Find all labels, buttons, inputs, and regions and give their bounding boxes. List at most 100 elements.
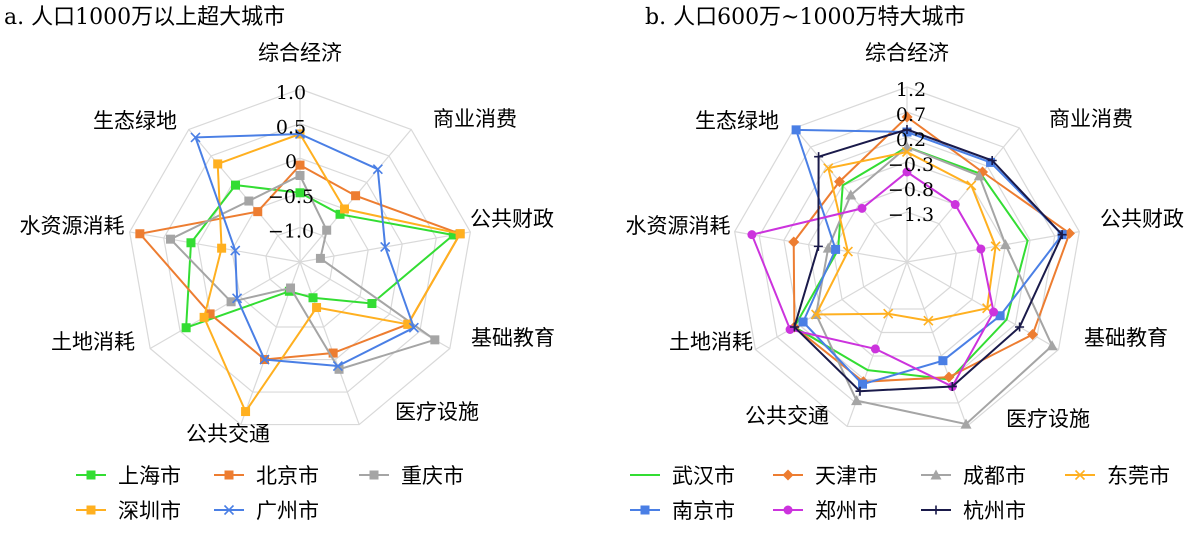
axis-label: 商业消费: [1049, 107, 1133, 131]
data-point: [791, 125, 801, 135]
axis-label: 综合经济: [258, 41, 342, 65]
data-point: [403, 319, 413, 329]
data-point: [986, 157, 996, 167]
data-point: [231, 180, 241, 190]
data-point: [328, 348, 338, 358]
axis-spoke: [906, 261, 968, 427]
data-point: [455, 229, 465, 239]
data-point: [181, 323, 191, 333]
legend-marker: [930, 469, 942, 480]
legend-label: 杭州市: [963, 499, 1026, 523]
tick-label: −1.0: [268, 220, 314, 242]
legend-label: 郑州市: [815, 499, 878, 523]
data-point: [135, 229, 145, 239]
axis-label: 综合经济: [865, 41, 949, 65]
data-point: [217, 243, 227, 253]
axis-label: 公共财政: [1100, 207, 1184, 231]
legend-label: 东莞市: [1107, 464, 1170, 488]
tick-label: 1.0: [276, 82, 306, 104]
grid-ring: [758, 111, 1056, 404]
data-point: [351, 191, 361, 201]
axis-label: 基础教育: [471, 326, 555, 350]
legend-marker: [224, 470, 234, 480]
legend-marker: [223, 504, 235, 516]
data-point: [339, 204, 349, 214]
data-point: [448, 230, 458, 240]
data-point: [747, 230, 757, 240]
data-point: [842, 246, 853, 257]
series-line: [793, 128, 1064, 393]
data-point: [226, 297, 236, 307]
data-point: [855, 386, 865, 396]
data-point: [831, 244, 841, 254]
data-point: [811, 309, 822, 320]
data-point: [883, 308, 894, 319]
axis-spoke: [906, 127, 1020, 263]
data-point: [335, 209, 345, 219]
data-point: [923, 315, 934, 326]
series-line: [194, 132, 416, 368]
data-point: [312, 303, 322, 313]
grid-ring: [163, 122, 437, 393]
data-point: [295, 171, 305, 180]
data-point: [199, 312, 209, 322]
legend-label: 上海市: [118, 464, 181, 488]
tick-label: 0.5: [276, 117, 306, 139]
data-point: [295, 188, 305, 198]
legend-label: 重庆市: [401, 464, 464, 488]
data-point: [308, 293, 318, 303]
axis-spoke: [149, 261, 301, 350]
data-point: [253, 207, 263, 217]
legend-label: 南京市: [672, 499, 735, 523]
data-point: [901, 111, 913, 123]
data-point: [814, 152, 824, 162]
grid-ring: [807, 161, 1007, 357]
legend-label: 成都市: [963, 464, 1026, 488]
legend-marker: [782, 469, 794, 481]
data-point: [1057, 230, 1067, 240]
legend-marker: [1074, 469, 1086, 481]
legend-marker: [783, 505, 793, 515]
legend-marker: [931, 505, 941, 515]
data-point: [286, 283, 296, 293]
data-point: [943, 371, 955, 383]
tick-label: 0: [285, 151, 297, 173]
data-point: [315, 253, 325, 263]
tick-label: 0.7: [896, 104, 926, 126]
axis-spoke: [129, 231, 301, 263]
legend-marker: [369, 470, 379, 480]
data-point: [987, 155, 997, 165]
grid-ring: [128, 88, 472, 426]
data-point: [857, 203, 867, 213]
data-point: [230, 245, 241, 256]
series-line: [794, 128, 1064, 386]
data-point: [813, 241, 823, 251]
series-line: [792, 115, 1071, 383]
series-line: [203, 132, 462, 414]
data-point: [322, 225, 332, 235]
axis-label: 土地消耗: [51, 330, 135, 354]
panel-b: b. 人口600万~1000万特大城市综合经济商业消费公共财政基础教育医疗设施公…: [626, 5, 1185, 523]
axis-label: 生态绿地: [93, 109, 177, 133]
legend-label: 深圳市: [118, 499, 181, 523]
data-point: [902, 125, 912, 134]
data-point: [372, 164, 383, 175]
tick-label: −0.8: [888, 179, 934, 201]
tick-label: −1.3: [888, 204, 934, 226]
axis-label: 公共交通: [186, 422, 270, 446]
data-point: [976, 244, 986, 254]
data-point: [1027, 329, 1039, 340]
axis-spoke: [906, 231, 1080, 263]
grid-ring: [734, 86, 1080, 428]
data-point: [190, 132, 201, 143]
legend-label: 天津市: [815, 464, 878, 488]
data-point: [989, 307, 999, 317]
data-point: [858, 379, 868, 389]
legend-label: 广州市: [256, 499, 319, 523]
data-point: [999, 239, 1011, 250]
data-point: [1063, 227, 1075, 239]
data-point: [295, 160, 305, 170]
data-point: [1046, 340, 1058, 351]
